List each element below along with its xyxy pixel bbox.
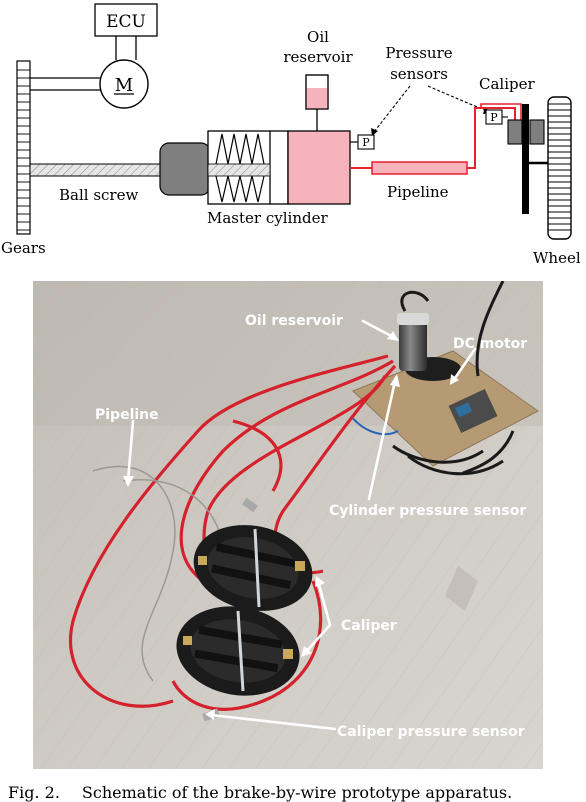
ecu-label: ECU bbox=[106, 12, 146, 32]
pipeline-arrow bbox=[126, 419, 135, 483]
photo-label-dc-motor: DC motor bbox=[453, 336, 527, 352]
photo-label-cylinder-pressure-sensor: Cylinder pressure sensor bbox=[329, 503, 526, 519]
caliper-upper bbox=[193, 525, 313, 611]
wheel-label: Wheel bbox=[533, 249, 581, 267]
cylinder-pressure-sensor bbox=[357, 134, 375, 150]
oil-reservoir-bottle bbox=[399, 319, 427, 371]
cylinder-sensor-p: P bbox=[362, 136, 370, 149]
brake-disc bbox=[522, 104, 529, 214]
caliper-pad-right bbox=[529, 119, 545, 145]
pressure-sensors-label-1: Pressure bbox=[385, 44, 452, 62]
photo-label-caliper: Caliper bbox=[341, 618, 397, 634]
figure-caption-label: Fig. 2. bbox=[8, 784, 60, 802]
motor-label: M bbox=[115, 75, 133, 96]
caliper-arrow-2 bbox=[303, 623, 332, 655]
ecu-box bbox=[94, 3, 158, 37]
master-cylinder-spring-top bbox=[215, 133, 265, 165]
photo-label-pipeline: Pipeline bbox=[95, 407, 159, 423]
brake-by-wire-schematic: Gears ECU M Ball screw Master cylinder O… bbox=[1, 3, 581, 267]
oil-reservoir-label-1: Oil bbox=[307, 28, 329, 46]
caliper-pad-left bbox=[507, 119, 523, 145]
caliper-label: Caliper bbox=[479, 75, 535, 93]
caliper-sensor-arrow bbox=[209, 713, 337, 731]
photo-label-oil-reservoir: Oil reservoir bbox=[245, 313, 343, 329]
caliper-arrow-1 bbox=[316, 579, 332, 627]
master-cylinder-fluid bbox=[287, 130, 351, 205]
pressure-sensors-label-2: sensors bbox=[390, 65, 448, 83]
figure-caption: Fig. 2. Schematic of the brake-by-wire pr… bbox=[0, 784, 586, 802]
oil-reservoir-label-2: reservoir bbox=[283, 48, 353, 66]
pipeline-label: Pipeline bbox=[387, 183, 449, 201]
prototype-photo: Oil reservoir DC motor Pipeline Cylinder… bbox=[33, 281, 543, 769]
motor-symbol bbox=[99, 59, 149, 109]
master-cylinder-spring-bottom bbox=[215, 175, 265, 203]
pressure-sensor-arrow-1 bbox=[373, 85, 411, 133]
caliper-lower bbox=[176, 606, 300, 696]
ball-screw-nut bbox=[159, 142, 211, 196]
master-cylinder-label: Master cylinder bbox=[207, 209, 328, 227]
pipelines-red bbox=[69, 354, 397, 711]
cylinder-sensor-arrow bbox=[367, 379, 397, 501]
ball-screw bbox=[29, 163, 163, 177]
wheel-symbol bbox=[547, 96, 572, 240]
pipeline-line bbox=[350, 107, 516, 169]
caliper-sensor-p: P bbox=[490, 111, 498, 124]
gears-label: Gears bbox=[1, 239, 46, 257]
pressure-sensor-arrow-2 bbox=[427, 85, 488, 112]
gears-rack bbox=[16, 60, 31, 235]
photo-label-caliper-pressure-sensor: Caliper pressure sensor bbox=[337, 724, 525, 740]
pipeline-hose bbox=[371, 161, 468, 175]
dc-motor-arrow bbox=[451, 347, 477, 383]
oil-reservoir-arrow bbox=[361, 319, 397, 340]
figure-caption-text: Schematic of the brake-by-wire prototype… bbox=[81, 784, 513, 802]
ball-screw-label: Ball screw bbox=[59, 186, 138, 204]
